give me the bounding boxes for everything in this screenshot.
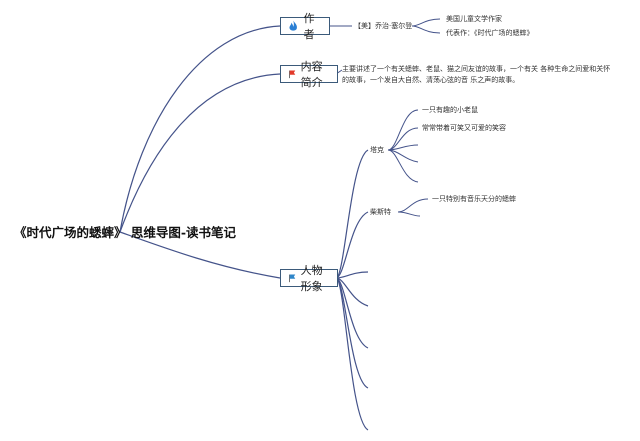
connector-author	[119, 25, 281, 233]
chester-trait-1: 一只特别有音乐天分的蟋蟀	[432, 195, 516, 203]
summary-label: 内容简介	[300, 60, 323, 89]
connector-summary	[119, 73, 281, 233]
author-node[interactable]: 作者	[280, 12, 330, 41]
character-chester: 柴斯特	[370, 208, 391, 216]
characters-node[interactable]: 人物形象	[280, 264, 338, 293]
connector-characters	[119, 231, 281, 279]
summary-text: 主要讲述了一个有关蟋蟀、老鼠、猫之间友谊的故事，一个有关 各种生命之间爱和关怀的…	[342, 65, 611, 84]
author-detail-2: 代表作：《时代广场的蟋蟀》	[446, 29, 534, 37]
author-label: 作者	[303, 12, 315, 41]
blue-flag-icon	[289, 274, 296, 283]
tucker-trait-1: 一只有趣的小老鼠	[422, 106, 478, 114]
root-title: 《时代广场的蟋蟀》 思维导图-读书笔记	[14, 225, 237, 240]
red-flag-icon	[289, 70, 296, 79]
author-name: 【美】乔治·塞尔登	[354, 22, 413, 30]
tucker-trait-2: 常常带着可笑又可爱的笑容	[422, 124, 506, 132]
author-detail-1: 美国儿童文学作家	[446, 15, 502, 23]
flame-icon	[289, 20, 297, 31]
character-tucker: 塔克	[370, 146, 384, 154]
summary-node[interactable]: 内容简介	[280, 60, 338, 89]
characters-label: 人物形象	[300, 264, 323, 293]
